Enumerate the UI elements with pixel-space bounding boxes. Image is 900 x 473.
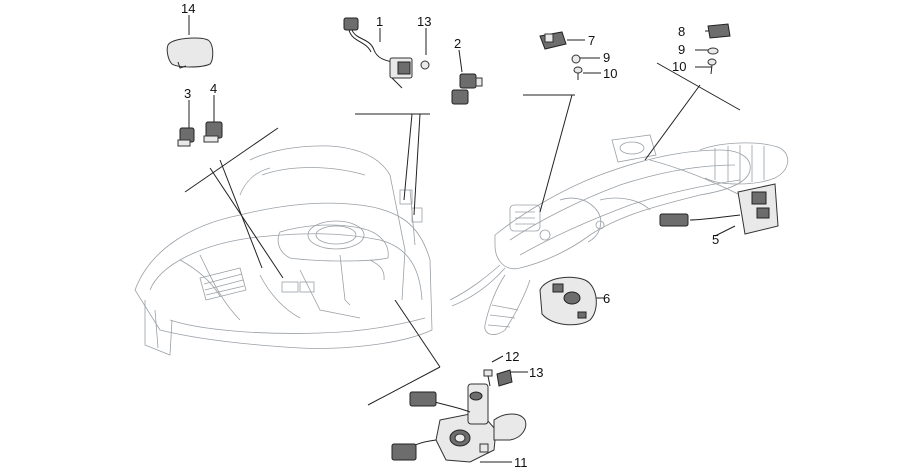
callout-12: 12 [505,349,519,364]
callout-10-right: 10 [672,59,686,74]
part-6-left-switch [539,276,597,326]
callout-9-left: 9 [603,50,610,65]
callout-14: 14 [181,1,195,16]
handlebar-assembly [449,134,789,335]
callout-7: 7 [588,33,595,48]
part-13-clip [420,60,430,70]
leader-lines [184,15,741,463]
callout-1: 1 [376,14,383,29]
part-10-screw-right [707,58,717,75]
callout-11: 11 [514,455,528,470]
callout-5: 5 [712,232,719,247]
part-12-bolt [483,369,493,387]
callout-8: 8 [678,24,685,39]
part-13-clip-lower [496,369,513,387]
part-9-washer-left [571,54,581,64]
callout-3: 3 [184,86,191,101]
part-8-switch [707,23,731,39]
scooter-front-body [134,145,433,356]
part-9-washer-right [707,47,719,55]
callout-13-upper: 13 [417,14,431,29]
part-1-switch-wire [343,17,413,89]
part-11-ignition-lock [391,383,527,463]
part-2-switches [451,73,483,105]
callout-13-lower: 13 [529,365,543,380]
callout-4: 4 [210,81,217,96]
part-4-switch [203,121,223,143]
part-5-right-switch [659,183,779,235]
parts [166,17,779,463]
part-10-screw-left [573,66,583,80]
callout-10-left: 10 [603,66,617,81]
callout-9-right: 9 [678,42,685,57]
part-7-switch [539,31,567,50]
part-14-cover [166,37,214,69]
callout-labels: 14 3 4 1 13 2 7 9 10 8 9 10 5 6 12 13 11 [181,1,719,470]
callout-6: 6 [603,291,610,306]
callout-2: 2 [454,36,461,51]
part-3-switch [177,127,195,147]
